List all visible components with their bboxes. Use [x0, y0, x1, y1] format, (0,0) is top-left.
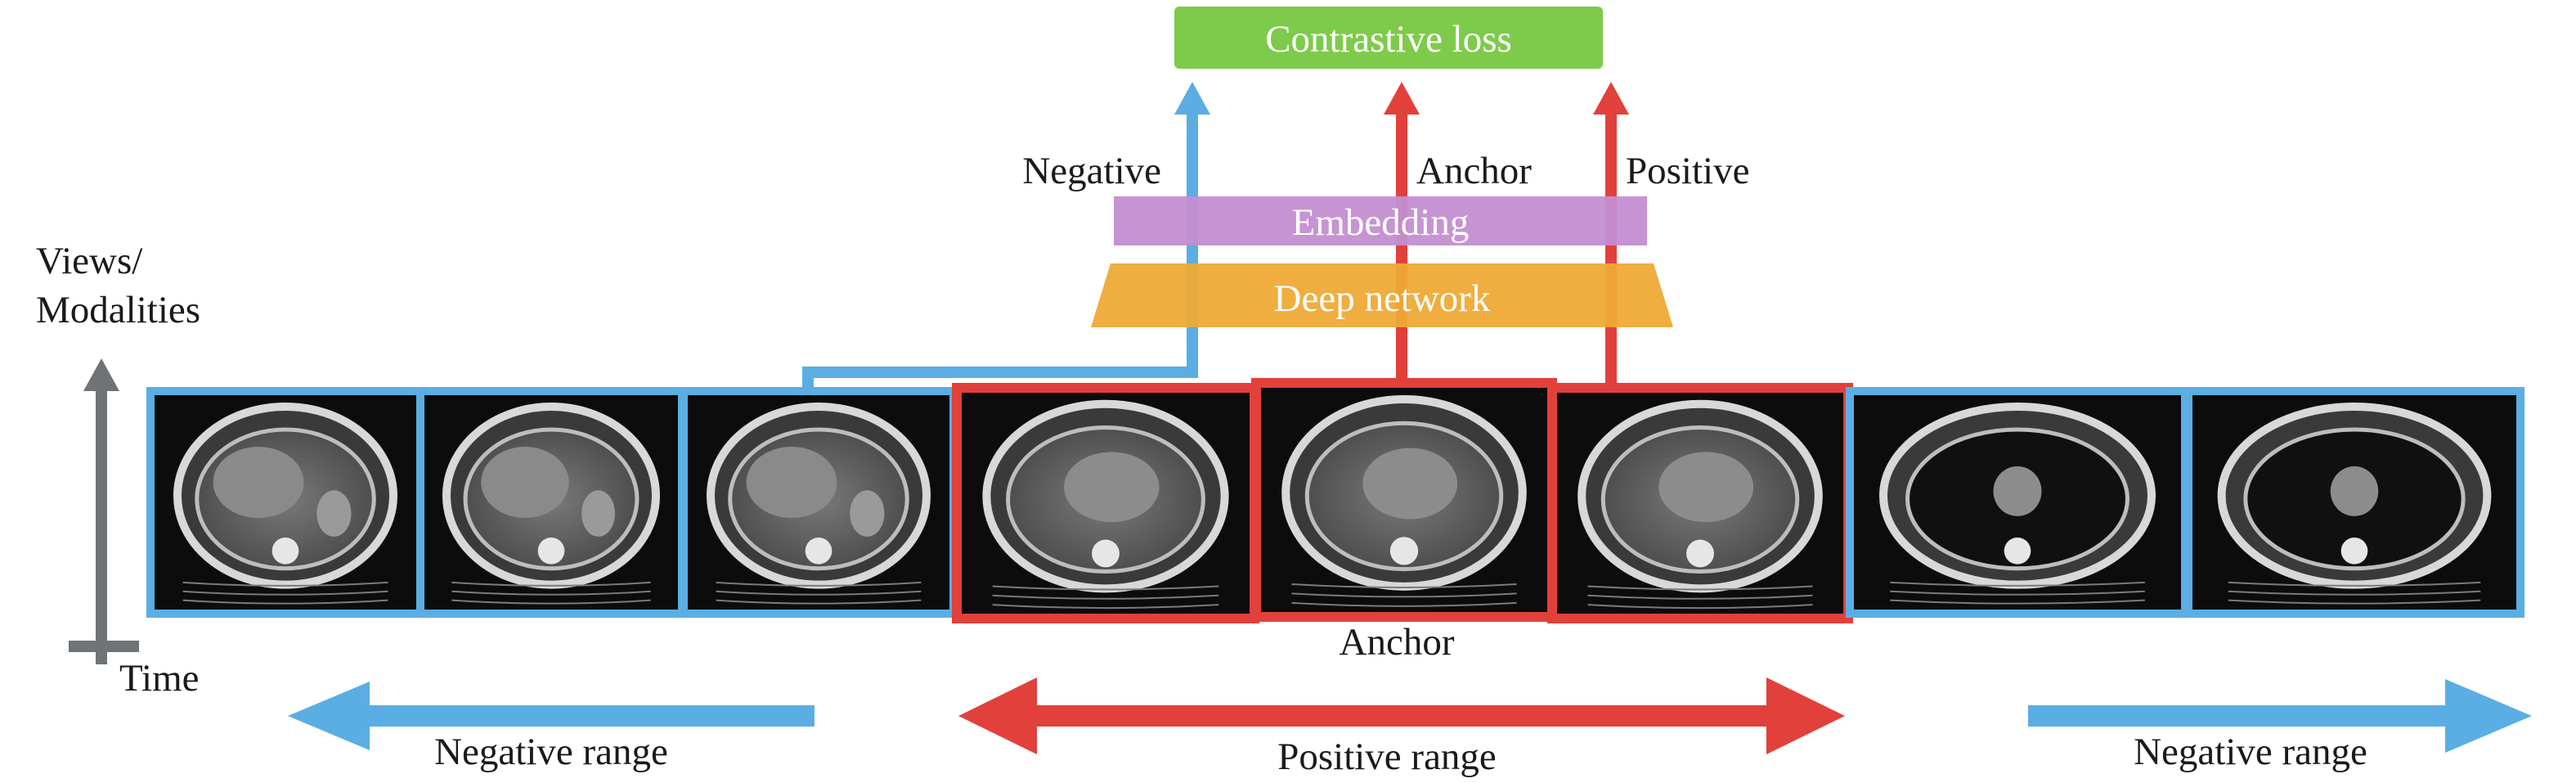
ct-frame-negative [2184, 387, 2524, 618]
ct-spine [1686, 539, 1714, 568]
positive-arrowhead [1593, 82, 1629, 115]
ct-mediastinum [2330, 466, 2379, 516]
embedding-box: Embedding [1114, 196, 1647, 245]
positive-range-arrow [958, 677, 1845, 754]
ct-table-line [2228, 581, 2481, 587]
ct-spleen [850, 490, 885, 537]
ct-table-line [2228, 599, 2481, 605]
deep-network-label: Deep network [1274, 277, 1491, 320]
ct-frame-positive [952, 383, 1259, 623]
ct-spine [1389, 537, 1419, 565]
ct-table-line [992, 594, 1219, 600]
ct-table-line [451, 599, 651, 605]
ct-table-line [992, 604, 1219, 610]
y-axis-label-line2: Modalities [36, 289, 200, 331]
ct-frame-anchor [1251, 378, 1557, 622]
ct-table-line [716, 590, 922, 596]
ct-table-line [1587, 585, 1813, 591]
ct-table-line [1890, 581, 2145, 587]
ct-liver [213, 447, 304, 519]
ct-mediastinum [1993, 466, 2042, 516]
ct-table-line [1890, 599, 2145, 605]
ct-heart [1064, 452, 1160, 523]
ct-table-line [1587, 604, 1813, 610]
embedding-label: Embedding [1292, 201, 1470, 244]
ct-liver [746, 447, 837, 519]
right-negative-range-arrow [2028, 679, 2532, 753]
ct-table-line [1291, 583, 1517, 588]
ct-spine [272, 537, 299, 565]
ct-table-line [716, 599, 922, 605]
anchor-caption: Anchor [1340, 621, 1455, 664]
ct-spine [2340, 537, 2368, 565]
ct-spleen [316, 490, 352, 537]
negative-label: Negative [1022, 150, 1161, 192]
ct-frame-positive [1547, 383, 1853, 623]
ct-table-line [1291, 601, 1517, 607]
ct-table-line [716, 581, 922, 587]
ct-table-line [451, 581, 651, 587]
ct-liver [481, 447, 569, 519]
ct-table-line [451, 590, 651, 596]
contrastive-loss-label: Contrastive loss [1265, 18, 1512, 61]
contrastive-loss-box: Contrastive loss [1174, 7, 1603, 69]
negative-arrowhead [1174, 82, 1210, 115]
positive-range-label: Positive range [1277, 736, 1497, 778]
anchor-label: Anchor [1416, 150, 1532, 192]
x-axis-label: Time [119, 657, 200, 700]
axes: Views/ Modalities Time [36, 240, 200, 700]
y-axis-label-line1: Views/ [36, 240, 143, 282]
ct-table-line [992, 585, 1219, 591]
ct-spleen [581, 490, 616, 537]
right-negative-range-label: Negative range [2134, 731, 2367, 773]
positive-label: Positive [1626, 150, 1749, 192]
ct-table-line [1291, 592, 1517, 598]
ct-table-line [1587, 594, 1813, 600]
deep-network-box: Deep network [1091, 263, 1673, 327]
ct-frame-negative [1846, 387, 2189, 618]
ct-heart [1658, 452, 1754, 523]
ct-spine [2004, 537, 2031, 565]
ct-table-line [1890, 590, 2145, 596]
ct-frame-negative [146, 387, 424, 618]
left-negative-range-label: Negative range [434, 731, 668, 773]
ct-table-line [182, 599, 388, 605]
ct-spine [805, 537, 832, 565]
ct-heart [1362, 448, 1458, 520]
y-axis-arrowhead [83, 358, 119, 391]
ct-frame-negative [416, 387, 686, 618]
left-negative-range-arrow [288, 682, 815, 750]
ct-spine [537, 537, 565, 565]
ct-frame-strip [146, 378, 2524, 623]
ct-table-line [182, 581, 388, 587]
ct-table-line [182, 590, 388, 596]
anchor-arrowhead [1384, 82, 1420, 115]
ct-spine [1092, 539, 1120, 568]
ct-frame-negative [680, 387, 958, 618]
ct-table-line [2228, 590, 2481, 596]
